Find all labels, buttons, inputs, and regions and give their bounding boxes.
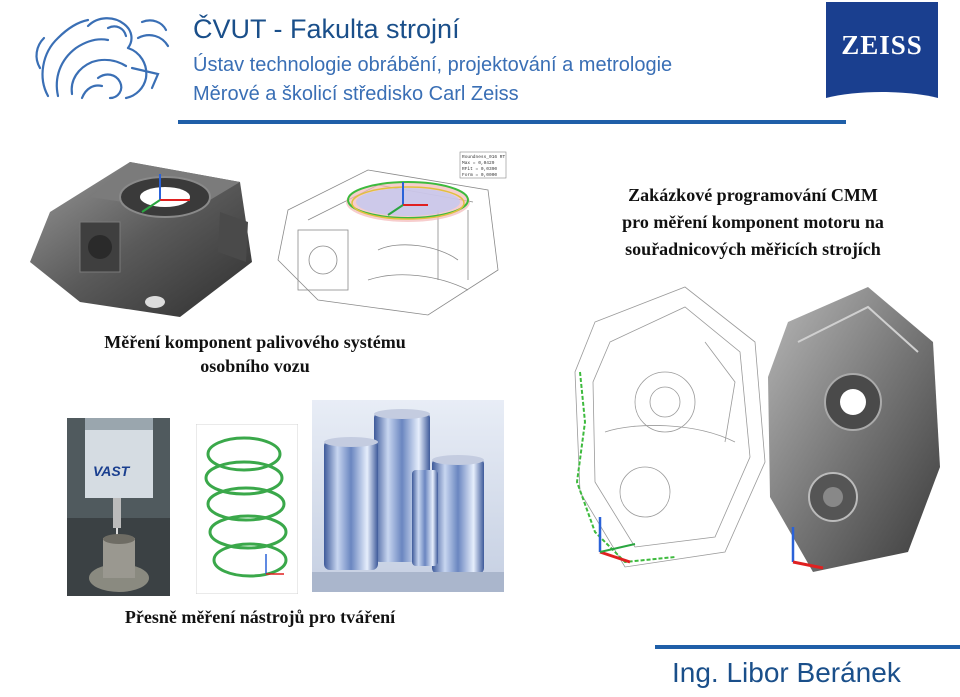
cmm-caption-line: souřadnicových měřicích strojích: [625, 239, 881, 259]
cvut-lion-logo: [35, 17, 170, 100]
gearbox-housing-render: [768, 287, 940, 572]
institute-subtitle: Ústav technologie obrábění, projektování…: [193, 54, 673, 76]
wireframe-measurement-view: Roundness_016 RT Max = 0,0429 RFit = 0,0…: [277, 151, 507, 316]
footer-divider: [655, 645, 960, 649]
cmm-probe-photo: VAST: [67, 418, 170, 596]
zeiss-logo-text: ZEISS: [841, 30, 923, 60]
fuel-system-caption: Měření komponent palivového systému osob…: [40, 330, 470, 378]
author-name: Ing. Libor Beránek: [672, 657, 901, 688]
center-subtitle: Měrové a školicí středisko Carl Zeiss: [193, 83, 519, 105]
wireframe-info-line: RFit = 0,0390: [462, 166, 497, 172]
piston-rings-render: [196, 424, 298, 594]
gearbox-wireframe-view: [574, 286, 766, 568]
probe-brand-text: VAST: [93, 463, 131, 479]
cmm-caption-line: Zakázkové programování CMM: [628, 185, 878, 205]
beverage-cans-photo: [312, 400, 504, 592]
zeiss-logo: ZEISS: [826, 2, 938, 110]
wireframe-info-line: Max = 0,0429: [462, 160, 495, 166]
wireframe-info-line: Roundness_016 RT: [462, 154, 506, 160]
cmm-caption: Zakázkové programování CMM pro měření ko…: [568, 182, 938, 263]
fuel-caption-line: osobního vozu: [200, 356, 310, 376]
engine-block-render: [30, 162, 252, 317]
page-title: ČVUT - Fakulta strojní: [193, 14, 460, 44]
header-divider: [178, 120, 846, 124]
fuel-caption-line: Měření komponent palivového systému: [104, 332, 406, 352]
wireframe-info-line: Form = 0,0000: [462, 172, 497, 178]
tools-caption: Přesně měření nástrojů pro tváření: [124, 607, 396, 627]
cmm-caption-line: pro měření komponent motoru na: [622, 212, 884, 232]
